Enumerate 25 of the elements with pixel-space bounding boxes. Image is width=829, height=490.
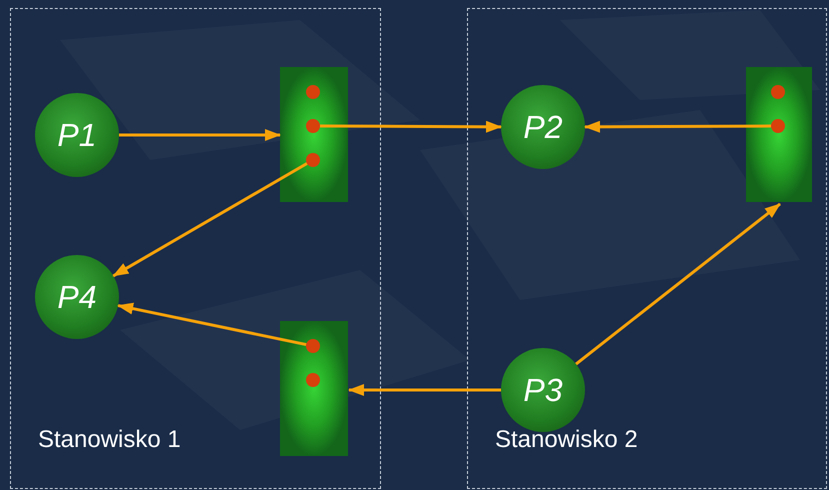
arrow [348,384,501,396]
resource-dot [306,119,320,133]
resource-dot [771,85,785,99]
process-label: P4 [57,278,97,316]
resource-dot [306,85,320,99]
resource-dot [306,373,320,387]
station-label: Stanowisko 2 [495,426,638,454]
arrow [320,120,502,133]
resource-box [746,67,812,202]
arrow [112,162,308,278]
station-region [10,8,381,489]
process-label: P3 [523,372,563,408]
resource-dot [306,339,320,353]
arrow [119,129,281,141]
station-region [467,8,827,489]
arrow [584,120,771,133]
resource-box [280,67,348,202]
resource-box [280,321,348,456]
arrow [575,202,781,366]
resource-dot [771,119,785,133]
arrow [117,302,306,346]
station-label: Stanowisko 1 [38,426,181,454]
process-label: P2 [523,108,563,146]
resource-dot [306,153,320,167]
process-label: P1 [57,116,97,154]
